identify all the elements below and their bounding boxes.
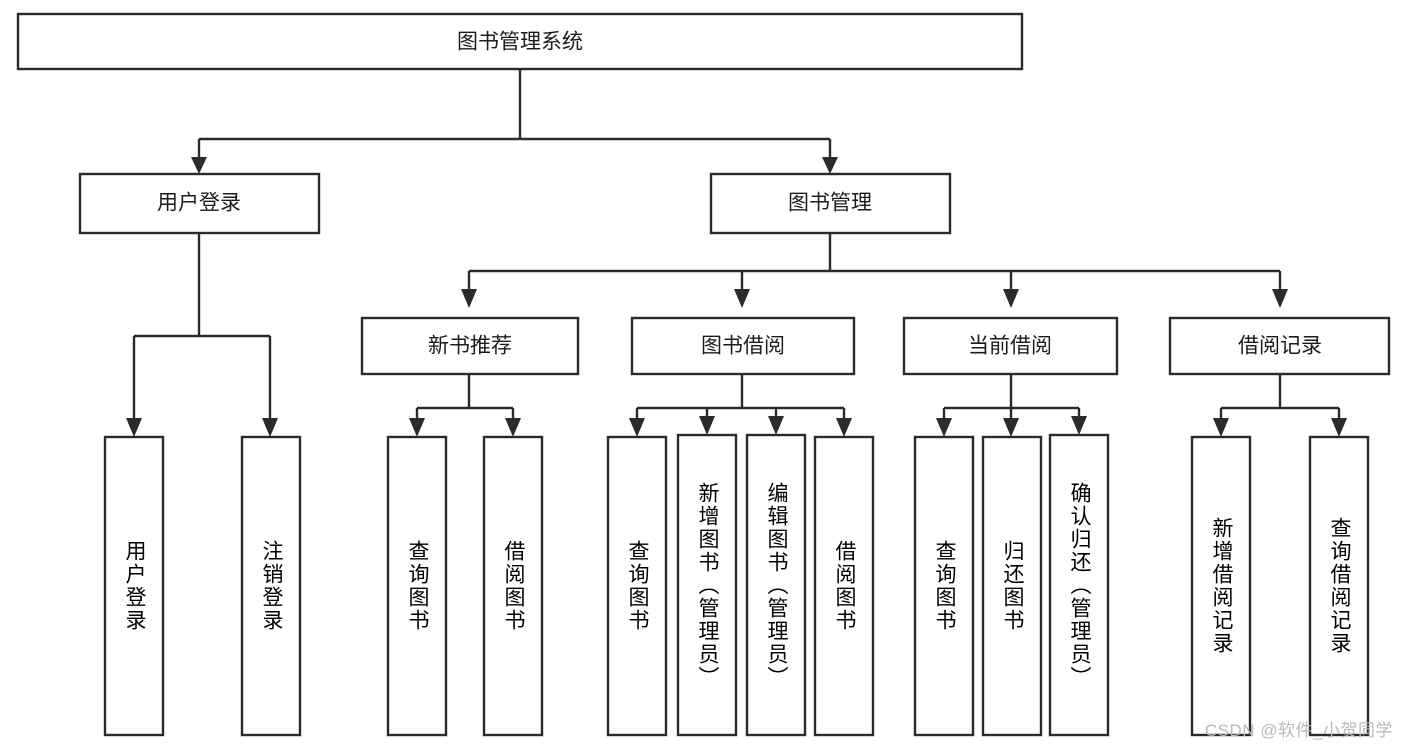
- node-leaf-user-login-label: 用户登录: [123, 540, 146, 632]
- arrowhead-leaf-query-record: [1331, 418, 1347, 437]
- node-leaf-query-book-3[interactable]: 查询图书: [913, 435, 975, 737]
- node-leaf-query-book-2-box[interactable]: [606, 435, 668, 737]
- node-leaf-add-book-label: 新增图书（管理员）: [696, 481, 719, 689]
- node-leaf-logout-text-wrap: 注销登录: [260, 540, 283, 632]
- arrowhead-borrow: [734, 289, 750, 308]
- arrowhead-newbook: [461, 289, 477, 308]
- arrowhead-leaf-query-3: [936, 418, 952, 437]
- node-user-login[interactable]: 用户登录: [78, 172, 321, 235]
- arrowhead-leaf-borrow-2: [836, 418, 852, 437]
- node-leaf-edit-book-text-wrap: 编辑图书（管理员）: [765, 481, 788, 689]
- arrowhead-leaf-confirm-return: [1071, 416, 1087, 435]
- node-book-manage[interactable]: 图书管理: [709, 172, 952, 235]
- node-leaf-query-book-3-label: 查询图书: [933, 540, 956, 632]
- node-leaf-borrow-book-1-box[interactable]: [482, 435, 544, 737]
- node-leaf-query-book-2-label: 查询图书: [626, 540, 649, 632]
- node-current-borrow-label: 当前借阅: [968, 335, 1052, 358]
- node-leaf-add-book-text-wrap: 新增图书（管理员）: [696, 481, 719, 689]
- node-book-manage-label: 图书管理: [788, 192, 872, 215]
- node-new-book-rec-label: 新书推荐: [428, 335, 512, 358]
- arrowhead-book-manage: [822, 157, 838, 174]
- node-leaf-query-record[interactable]: 查询借阅记录: [1308, 435, 1370, 737]
- node-leaf-user-login[interactable]: 用户登录: [103, 435, 165, 737]
- arrowhead-leaf-query-1: [409, 418, 425, 437]
- node-book-borrow-box[interactable]: [630, 316, 856, 376]
- node-new-book-rec-box[interactable]: [360, 316, 580, 376]
- node-leaf-confirm-return-box[interactable]: [1048, 433, 1110, 737]
- node-leaf-borrow-book-2-text-wrap: 借阅图书: [833, 540, 856, 632]
- node-leaf-add-book[interactable]: 新增图书（管理员）: [676, 433, 738, 737]
- node-book-borrow-label: 图书借阅: [701, 335, 785, 358]
- node-borrow-record-box[interactable]: [1168, 316, 1391, 376]
- node-leaf-borrow-book-2[interactable]: 借阅图书: [813, 435, 875, 737]
- node-leaf-return-book-label: 归还图书: [1001, 540, 1024, 632]
- arrowhead-leaf-add-book: [699, 416, 715, 435]
- node-leaf-add-record-text-wrap: 新增借阅记录: [1210, 517, 1233, 655]
- arrowhead-leaf-logout: [262, 418, 278, 437]
- node-leaf-edit-book-box[interactable]: [745, 433, 807, 737]
- node-leaf-borrow-book-1-text-wrap: 借阅图书: [502, 540, 525, 632]
- node-leaf-add-record[interactable]: 新增借阅记录: [1190, 435, 1252, 737]
- node-borrow-record-label: 借阅记录: [1238, 335, 1322, 358]
- node-leaf-query-book-3-box[interactable]: [913, 435, 975, 737]
- node-current-borrow-box[interactable]: [902, 316, 1119, 376]
- node-user-login-box[interactable]: [78, 172, 321, 235]
- node-leaf-borrow-book-1-label: 借阅图书: [502, 540, 525, 632]
- node-leaf-query-record-text-wrap: 查询借阅记录: [1328, 517, 1351, 655]
- node-leaf-borrow-book-2-label: 借阅图书: [833, 540, 856, 632]
- node-leaf-logout[interactable]: 注销登录: [240, 435, 302, 737]
- node-leaf-user-login-text-wrap: 用户登录: [123, 540, 146, 632]
- node-book-manage-box[interactable]: [709, 172, 952, 235]
- node-leaf-add-record-label: 新增借阅记录: [1210, 517, 1233, 655]
- node-book-borrow[interactable]: 图书借阅: [630, 316, 856, 376]
- node-new-book-rec[interactable]: 新书推荐: [360, 316, 580, 376]
- arrowhead-leaf-query-2: [629, 418, 645, 437]
- node-root-label: 图书管理系统: [457, 31, 583, 54]
- node-borrow-record[interactable]: 借阅记录: [1168, 316, 1391, 376]
- arrowhead-current: [1003, 289, 1019, 308]
- arrowhead-user-login: [191, 157, 207, 174]
- node-leaf-confirm-return-text-wrap: 确认归还（管理员）: [1068, 481, 1091, 689]
- node-leaf-query-record-label: 查询借阅记录: [1328, 517, 1351, 655]
- arrowhead-leaf-edit-book: [768, 416, 784, 435]
- node-root[interactable]: 图书管理系统: [16, 12, 1024, 71]
- node-leaf-query-record-box[interactable]: [1308, 435, 1370, 737]
- node-leaf-logout-box[interactable]: [240, 435, 302, 737]
- node-leaf-query-book-1[interactable]: 查询图书: [386, 435, 448, 737]
- arrowhead-record: [1272, 289, 1288, 308]
- node-leaf-return-book[interactable]: 归还图书: [981, 435, 1043, 737]
- node-root-box[interactable]: [16, 12, 1024, 71]
- node-leaf-edit-book-label: 编辑图书（管理员）: [765, 481, 788, 689]
- node-leaf-confirm-return-label: 确认归还（管理员）: [1068, 481, 1091, 689]
- node-leaf-confirm-return[interactable]: 确认归还（管理员）: [1048, 433, 1110, 737]
- node-leaf-add-record-box[interactable]: [1190, 435, 1252, 737]
- node-leaf-edit-book[interactable]: 编辑图书（管理员）: [745, 433, 807, 737]
- node-leaf-return-book-box[interactable]: [981, 435, 1043, 737]
- node-leaf-borrow-book-1[interactable]: 借阅图书: [482, 435, 544, 737]
- node-leaf-query-book-3-text-wrap: 查询图书: [933, 540, 956, 632]
- node-current-borrow[interactable]: 当前借阅: [902, 316, 1119, 376]
- arrowhead-leaf-return: [1003, 418, 1019, 437]
- node-leaf-logout-label: 注销登录: [260, 540, 283, 632]
- arrowhead-leaf-user-login: [126, 418, 142, 437]
- node-leaf-borrow-book-2-box[interactable]: [813, 435, 875, 737]
- arrowhead-leaf-borrow-1: [505, 418, 521, 437]
- node-leaf-return-book-text-wrap: 归还图书: [1001, 540, 1024, 632]
- edge-group: [126, 69, 1347, 437]
- node-leaf-query-book-2[interactable]: 查询图书: [606, 435, 668, 737]
- node-leaf-add-book-box[interactable]: [676, 433, 738, 737]
- arrowhead-leaf-add-record: [1213, 418, 1229, 437]
- node-leaf-query-book-1-text-wrap: 查询图书: [406, 540, 429, 632]
- node-leaf-query-book-2-text-wrap: 查询图书: [626, 540, 649, 632]
- node-user-login-label: 用户登录: [157, 192, 241, 215]
- node-leaf-user-login-box[interactable]: [103, 435, 165, 737]
- node-leaf-query-book-1-label: 查询图书: [406, 540, 429, 632]
- node-leaf-query-book-1-box[interactable]: [386, 435, 448, 737]
